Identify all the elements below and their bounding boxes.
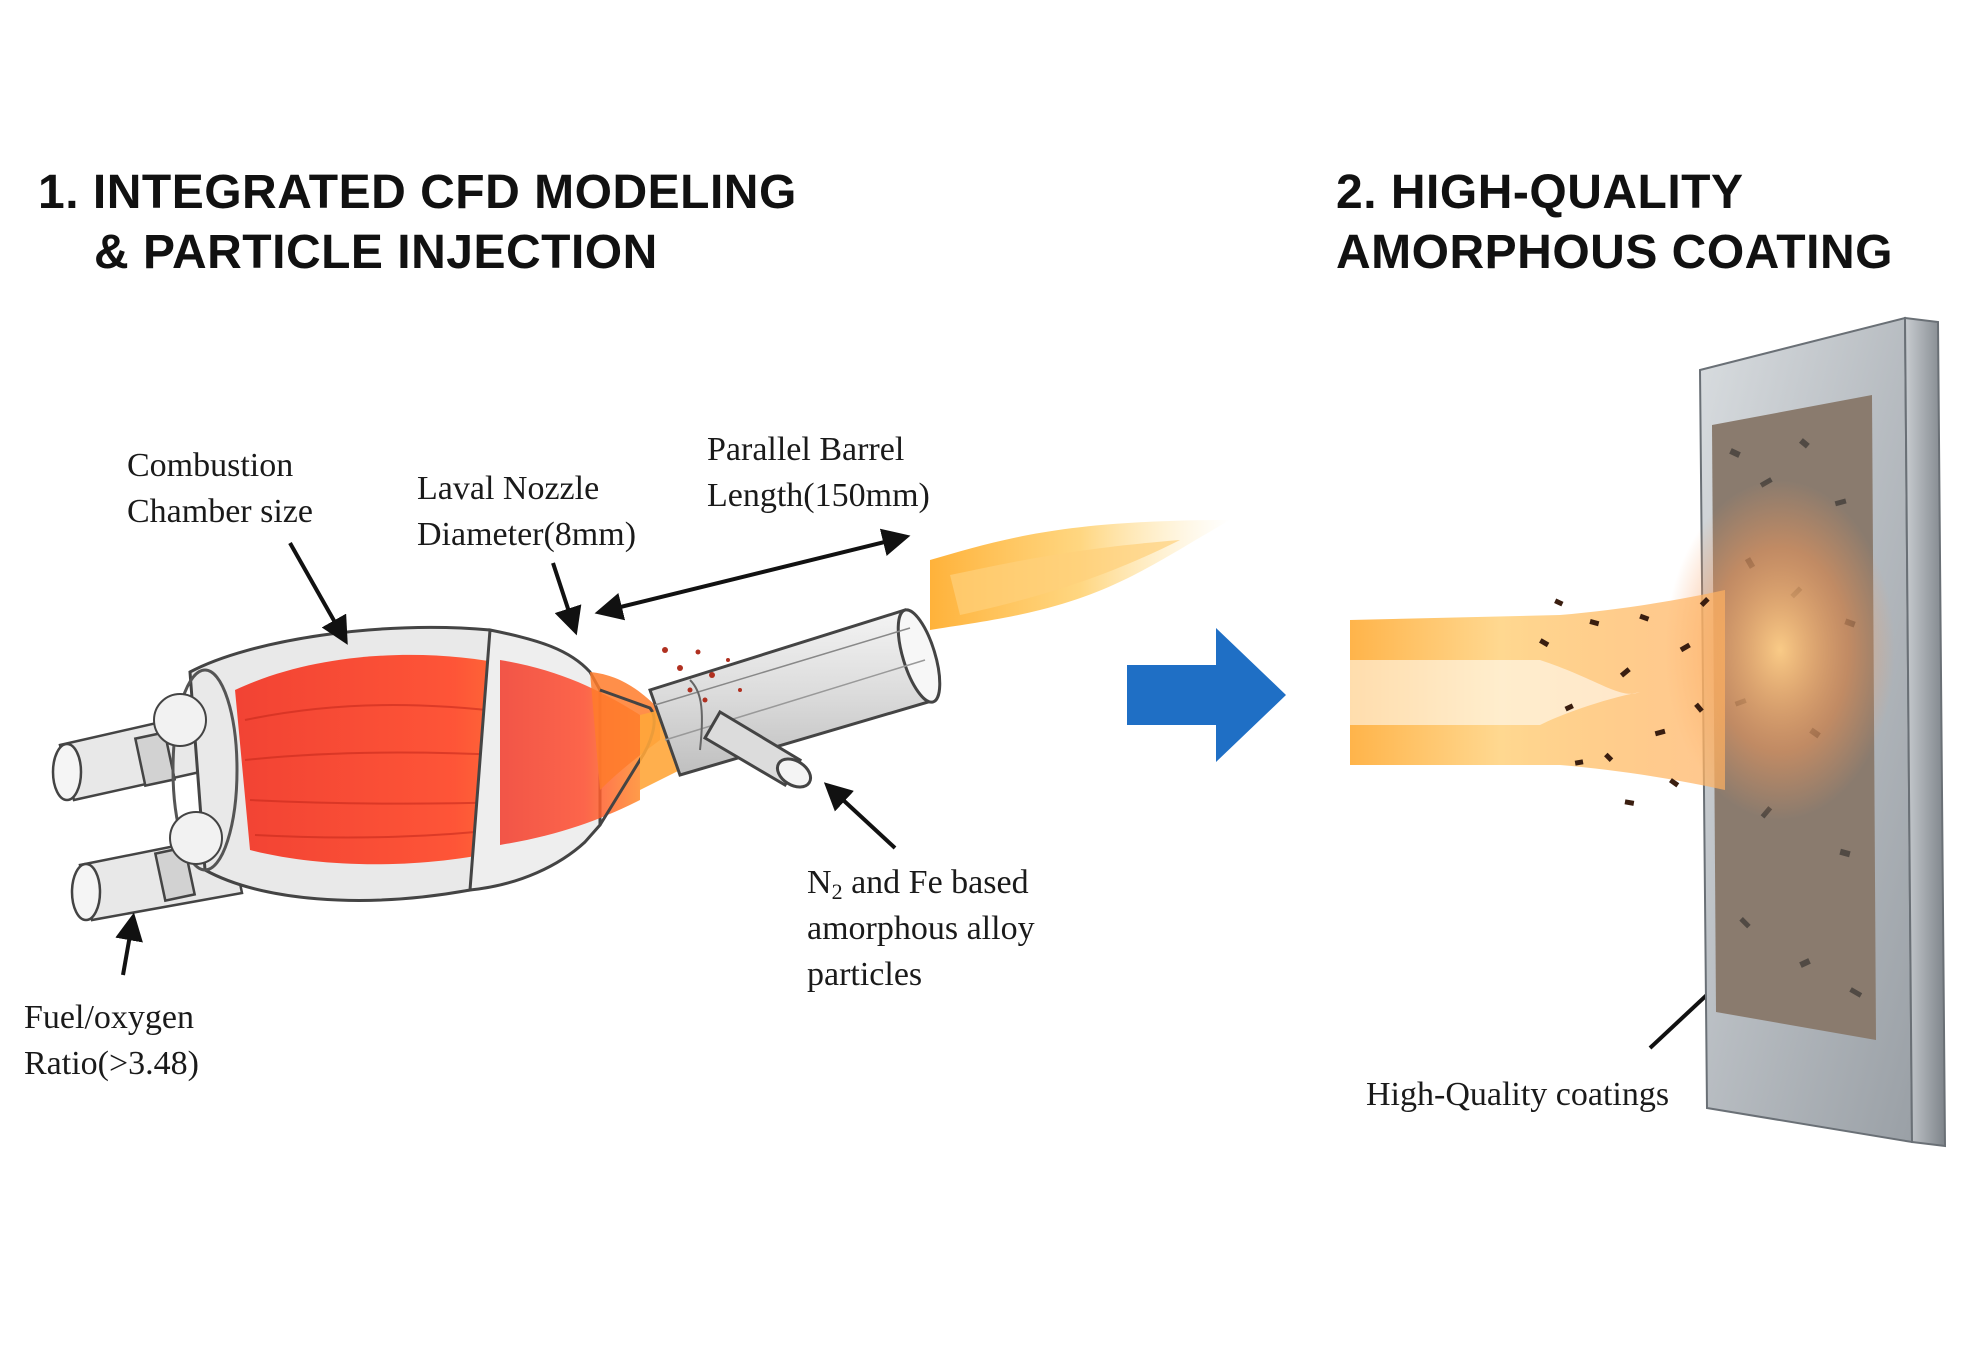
- alloy-particles: [1539, 597, 1710, 806]
- barrel-length-arrow: [594, 528, 911, 621]
- injected-particles: [662, 647, 742, 703]
- injection-label-line3: particles: [807, 956, 923, 993]
- chamber-pointer-arrow: [288, 542, 348, 645]
- fuel-oxygen-label-line1: Fuel/oxygen: [24, 999, 194, 1036]
- nitrogen-subscript: 2: [831, 879, 843, 904]
- nozzle-pointer-arrow: [551, 562, 582, 636]
- left-heading-line1: 1. INTEGRATED CFD MODELING: [38, 166, 797, 219]
- injection-label-line1: N2 and Fe based: [807, 860, 1035, 906]
- injection-pointer-arrow: [823, 782, 897, 850]
- spray-gun-illustration: [51, 520, 1230, 922]
- nitrogen-symbol: N: [807, 864, 832, 901]
- injection-label-line2: amorphous alloy: [807, 910, 1035, 947]
- left-section-heading: 1. INTEGRATED CFD MODELING & PARTICLE IN…: [38, 163, 797, 283]
- left-heading-line2: & PARTICLE INJECTION: [94, 226, 658, 279]
- fuel-oxygen-label: Fuel/oxygen Ratio(>3.48): [24, 995, 199, 1087]
- right-heading-line1: 2. HIGH-QUALITY: [1336, 166, 1744, 219]
- combustion-chamber-label: Combustion Chamber size: [127, 443, 313, 535]
- parallel-barrel: [648, 608, 942, 777]
- injection-label-line1-rest: and Fe based: [842, 864, 1029, 901]
- combustion-chamber-label-line1: Combustion: [127, 447, 294, 484]
- coating-illustration: [1350, 316, 1947, 1148]
- parallel-barrel-label: Parallel Barrel Length(150mm): [707, 427, 930, 519]
- laval-nozzle-label: Laval Nozzle Diameter(8mm): [417, 466, 636, 558]
- laval-nozzle-label-line2: Diameter(8mm): [417, 516, 637, 553]
- inlet-pipes: [51, 710, 244, 922]
- injection-label: N2 and Fe based amorphous alloy particle…: [807, 860, 1035, 998]
- combustion-chamber-label-line2: Chamber size: [127, 493, 313, 530]
- parallel-barrel-label-line1: Parallel Barrel: [707, 431, 905, 468]
- process-flow-arrow: [1127, 628, 1286, 762]
- laval-nozzle: [468, 628, 700, 892]
- laval-nozzle-label-line1: Laval Nozzle: [417, 470, 600, 507]
- fuel-oxygen-label-line2: Ratio(>3.48): [24, 1045, 199, 1082]
- right-heading-line2: AMORPHOUS COATING: [1336, 226, 1893, 279]
- fuel-pointer-arrow: [115, 912, 143, 976]
- right-section-heading: 2. HIGH-QUALITY AMORPHOUS COATING: [1336, 163, 1893, 283]
- injection-port: [702, 709, 813, 789]
- coatings-label: High-Quality coatings: [1366, 1076, 1670, 1113]
- parallel-barrel-label-line2: Length(150mm): [707, 477, 930, 514]
